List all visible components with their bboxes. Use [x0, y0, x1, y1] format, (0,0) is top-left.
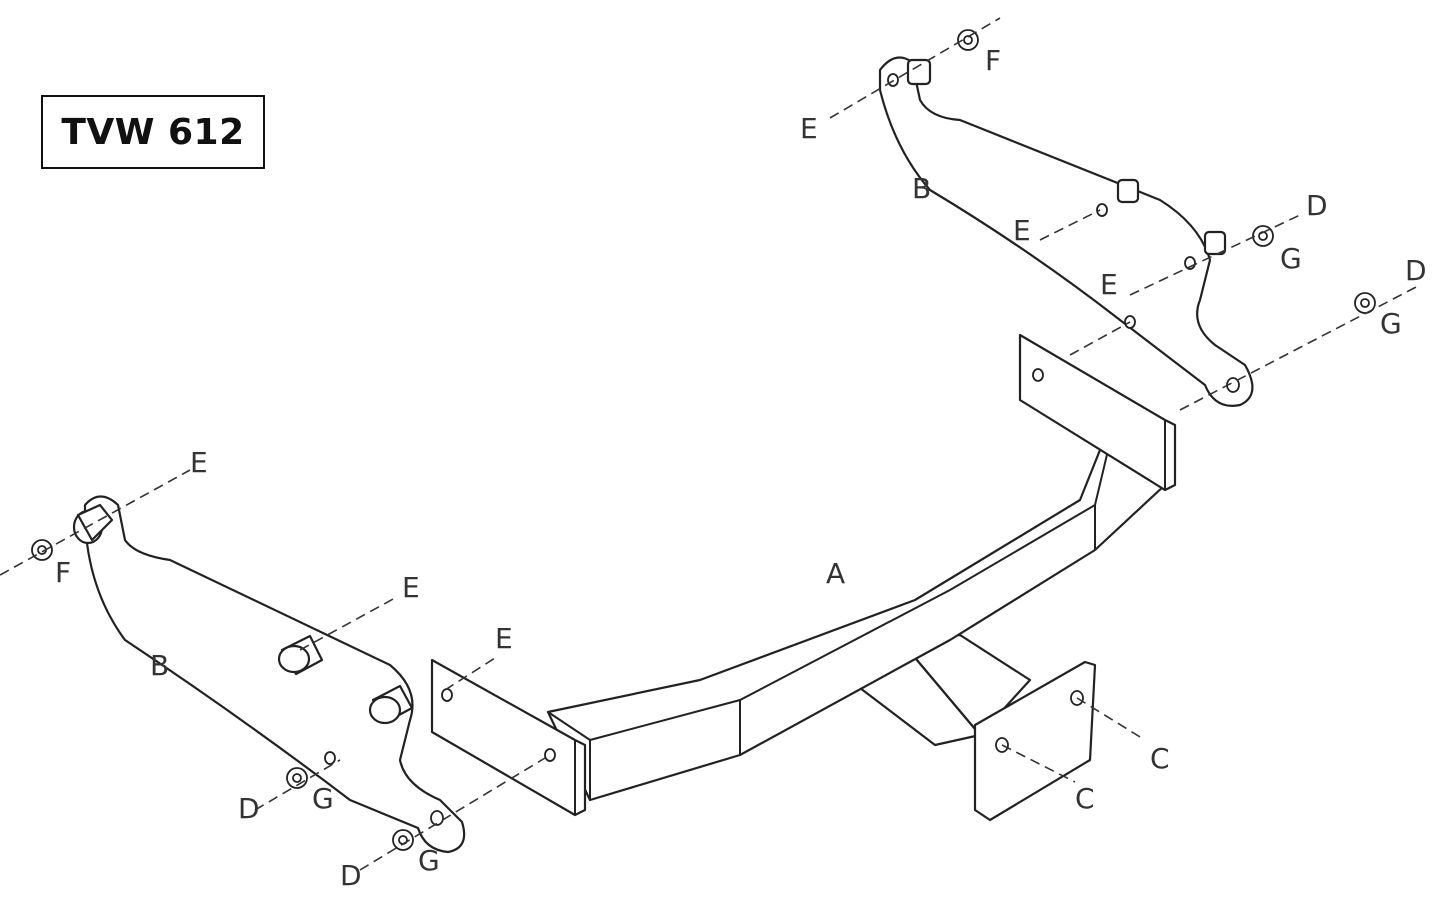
part-number-box: TVW 612 — [41, 95, 265, 169]
bolt-hole — [887, 73, 899, 87]
part-number-title: TVW 612 — [61, 111, 245, 153]
bolt-hole — [1096, 203, 1108, 217]
label-f: F — [985, 44, 1001, 77]
label-a: A — [826, 557, 845, 590]
label-d: D — [1306, 189, 1328, 222]
label-d: D — [238, 792, 260, 825]
label-f: F — [55, 556, 71, 589]
spacer-tube — [368, 684, 414, 725]
washer-hole — [1360, 298, 1370, 308]
bolt-hole — [1032, 368, 1044, 382]
spacer-tube — [906, 58, 932, 86]
label-b: B — [150, 649, 169, 682]
spacer-tube — [277, 634, 324, 676]
label-e: E — [190, 446, 208, 479]
washer-hole — [292, 773, 302, 783]
label-e: E — [1013, 214, 1031, 247]
bolt-axis-lines — [0, 17, 1421, 871]
label-e: E — [495, 622, 513, 655]
bolt-hole — [544, 748, 556, 762]
label-g: G — [418, 844, 440, 877]
washer-hole — [963, 35, 973, 45]
label-d: D — [1405, 254, 1427, 287]
label-c: C — [1150, 742, 1170, 775]
label-e: E — [800, 112, 818, 145]
bar-plate-right — [1018, 333, 1177, 492]
part-labels: A B B C C D D D D E E E E E E F F G G G … — [55, 44, 1427, 892]
bolt-hole — [441, 688, 453, 702]
label-c: C — [1075, 782, 1095, 815]
label-e: E — [1100, 268, 1118, 301]
label-d: D — [340, 859, 362, 892]
label-g: G — [1280, 242, 1302, 275]
label-g: G — [312, 782, 334, 815]
side-bracket-b-left — [72, 495, 466, 854]
side-bracket-b-right — [878, 56, 1254, 407]
spacer-tube — [1116, 178, 1140, 204]
bolt-hole — [324, 751, 336, 765]
label-g: G — [1380, 307, 1402, 340]
bar-plate-left — [430, 658, 587, 817]
label-b: B — [912, 172, 931, 205]
spacer-tube — [1203, 230, 1227, 256]
label-e: E — [402, 571, 420, 604]
bolt-hole — [430, 810, 444, 826]
